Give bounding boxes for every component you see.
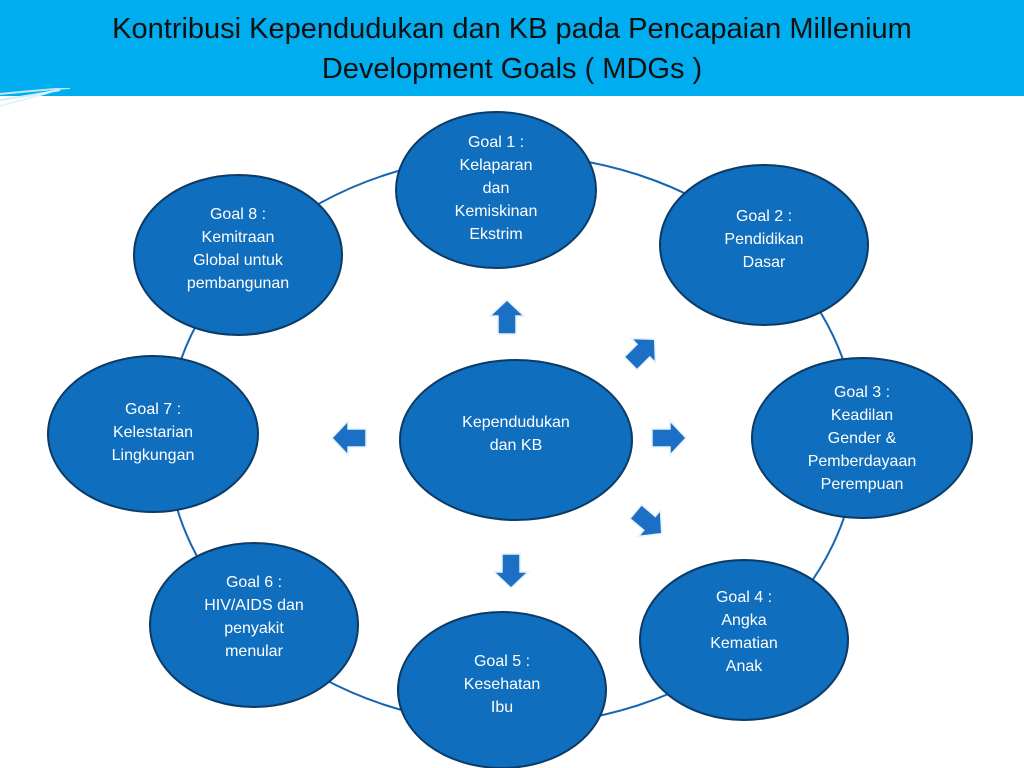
- goal-8-label-line: Global untuk: [193, 252, 283, 269]
- arrow-to-goal-2: [623, 337, 657, 371]
- arrow-to-goal-1: [488, 298, 526, 335]
- goal-5-label-line: Goal 5 :: [473, 652, 531, 670]
- goal-2-label-line: Pendidikan: [724, 230, 804, 248]
- arrow-to-goal-7: [330, 419, 367, 457]
- goal-5-circle: [397, 611, 607, 768]
- goal-4-label-line: Angka: [721, 612, 767, 629]
- goal-6-circle: [149, 542, 359, 708]
- goal-7-label-line: Lingkungan: [111, 446, 195, 464]
- goal-3-circle: [751, 357, 973, 519]
- goal-6-label: Goal 6 : HIV/AIDS dan penyakit menular: [150, 571, 358, 663]
- title-bar: Kontribusi Kependudukan dan KB pada Penc…: [0, 0, 1024, 96]
- goal-6-label-line: Goal 6 :: [225, 574, 283, 591]
- goal-2-label-line: Dasar: [742, 253, 786, 271]
- goal-7-circle: [47, 355, 259, 513]
- slide-title-line-1: Kontribusi Kependudukan dan KB pada Penc…: [112, 13, 912, 45]
- center-node-label-line: dan KB: [489, 437, 543, 454]
- arrow-to-goal-4: [628, 503, 663, 538]
- goal-5-label-line: Kesehatan: [463, 675, 541, 693]
- goal-1-label-line: Ekstrim: [469, 225, 523, 243]
- goal-3-label-line: Pemberdayaan: [807, 452, 917, 470]
- goal-6-label-line: HIV/AIDS dan: [204, 597, 304, 614]
- goal-4-label-line: Anak: [725, 658, 763, 675]
- goal-7-label-line: Kelestarian: [112, 423, 194, 441]
- goal-1-label-line: Goal 1 :: [467, 133, 525, 151]
- goal-8-label-line: pembangunan: [186, 275, 290, 292]
- goal-3-label-line: Keadilan: [830, 406, 894, 424]
- goal-2-circle: [659, 164, 869, 326]
- goal-6-label-line: menular: [225, 643, 283, 660]
- title-swoosh-decoration: [0, 88, 71, 107]
- goal-8-label-line: Goal 8 :: [209, 206, 267, 223]
- goal-4-circle: [639, 559, 849, 721]
- goal-3-label-line: Goal 3 :: [833, 383, 891, 401]
- center-node-circle: [399, 359, 633, 521]
- arrow-to-goal-5: [492, 553, 530, 590]
- goal-6-label-line: penyakit: [224, 620, 284, 637]
- goal-7-label-line: Goal 7 :: [124, 400, 182, 418]
- goal-1-label-line: dan: [482, 179, 510, 197]
- goal-4-label-line: Goal 4 :: [715, 589, 773, 606]
- goal-5-label-line: Ibu: [490, 698, 514, 716]
- goal-3-label-line: Perempuan: [820, 475, 904, 493]
- goal-1-label-line: Kemiskinan: [454, 202, 538, 220]
- arrow-to-goal-3: [651, 419, 688, 457]
- goal-3-label-line: Gender &: [827, 429, 897, 447]
- slide-title-line-2: Development Goals ( MDGs ): [321, 53, 703, 85]
- goal-8-circle: [133, 174, 343, 336]
- goal-2-label-line: Goal 2 :: [735, 207, 793, 225]
- goal-8-label-line: Kemitraan: [201, 229, 275, 246]
- goal-4-label-line: Kematian: [710, 635, 778, 652]
- goal-1-circle: [395, 111, 597, 269]
- center-node-label: Kependudukan dan KB: [400, 411, 632, 457]
- center-node-label-line: Kependudukan: [462, 414, 570, 431]
- goal-1-label-line: Kelaparan: [459, 156, 533, 174]
